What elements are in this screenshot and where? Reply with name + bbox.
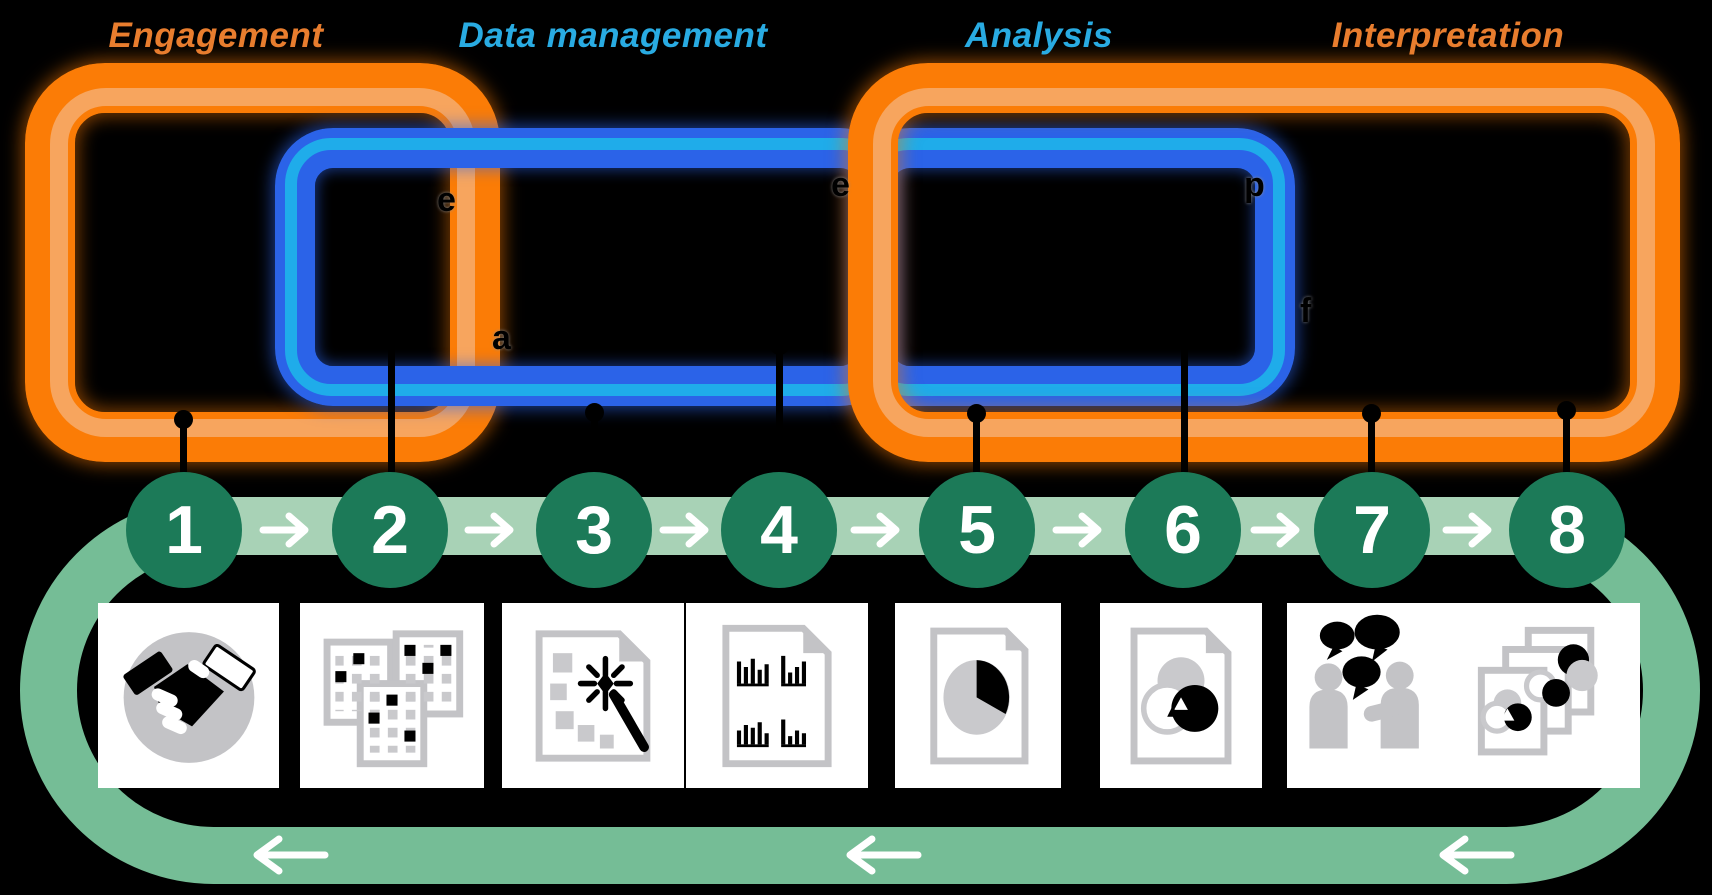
discussion-and-reports-icon <box>1308 614 1598 756</box>
step-circle-7: 7 <box>1314 472 1430 588</box>
tile-step-4 <box>686 603 868 788</box>
connector-line-2 <box>388 340 395 472</box>
venn-diagram-icon <box>1130 627 1232 764</box>
connector-line-7 <box>1368 413 1375 472</box>
forward-arrow-icon <box>464 512 514 548</box>
return-arrow-icon <box>253 835 329 875</box>
step-circle-6: 6 <box>1125 472 1241 588</box>
tile-step-3 <box>502 603 684 788</box>
forward-arrow-icon <box>259 512 309 548</box>
text-fragment: p <box>1244 166 1265 204</box>
phase-label-analysis: Analysis <box>965 16 1113 55</box>
step-circle-3: 3 <box>536 472 652 588</box>
speech-bubbles-icon <box>1319 614 1400 700</box>
analysis-bracket-stripe <box>862 138 1285 396</box>
step-number: 2 <box>371 492 409 568</box>
pie-chart-icon <box>930 627 1029 764</box>
forward-arrow-icon <box>1250 512 1300 548</box>
connector-line-8 <box>1563 410 1570 472</box>
step-number: 8 <box>1548 492 1586 568</box>
phase-label-data-management: Data management <box>458 16 768 55</box>
tile-step-6 <box>1100 603 1262 788</box>
step-number: 1 <box>165 492 203 568</box>
step-number: 6 <box>1164 492 1202 568</box>
step-number: 4 <box>760 492 798 568</box>
forward-arrow-icon <box>659 512 709 548</box>
forward-arrow-icon <box>1052 512 1102 548</box>
step-number: 3 <box>575 492 613 568</box>
step-circle-2: 2 <box>332 472 448 588</box>
connector-line-5 <box>973 413 980 472</box>
phase-label-engagement: Engagement <box>108 16 324 55</box>
forward-arrow-icon <box>1442 512 1492 548</box>
tile-step-7-8 <box>1287 603 1640 788</box>
data-management-bracket-stripe <box>285 138 888 396</box>
connector-line-3 <box>591 412 598 472</box>
reports-stack-icon <box>1477 626 1598 756</box>
data-sheets-icon <box>323 629 464 767</box>
text-fragment: e <box>831 166 850 204</box>
return-arrow-icon <box>846 835 922 875</box>
text-fragment: e <box>437 181 456 219</box>
interpretation-bracket-stripe <box>873 88 1655 437</box>
phase-label-interpretation: Interpretation <box>1331 16 1565 55</box>
data-cleaning-icon <box>535 629 651 762</box>
handshake-icon <box>122 631 256 763</box>
connector-line-1 <box>180 419 187 472</box>
tile-step-2 <box>300 603 484 788</box>
step-circle-5: 5 <box>919 472 1035 588</box>
tile-step-1 <box>98 603 279 788</box>
engagement-bracket-stripe <box>50 88 475 437</box>
connector-line-4 <box>776 345 783 472</box>
step-circle-8: 8 <box>1509 472 1625 588</box>
step-circle-4: 4 <box>721 472 837 588</box>
bar-charts-icon <box>722 624 832 767</box>
step-number: 7 <box>1353 492 1391 568</box>
text-fragment: a <box>492 319 511 357</box>
text-fragment: f <box>1300 292 1312 330</box>
forward-arrow-icon <box>850 512 900 548</box>
tile-step-5 <box>895 603 1061 788</box>
connector-line-6 <box>1181 340 1188 472</box>
step-number: 5 <box>958 492 996 568</box>
return-arrow-icon <box>1439 835 1515 875</box>
step-circle-1: 1 <box>126 472 242 588</box>
